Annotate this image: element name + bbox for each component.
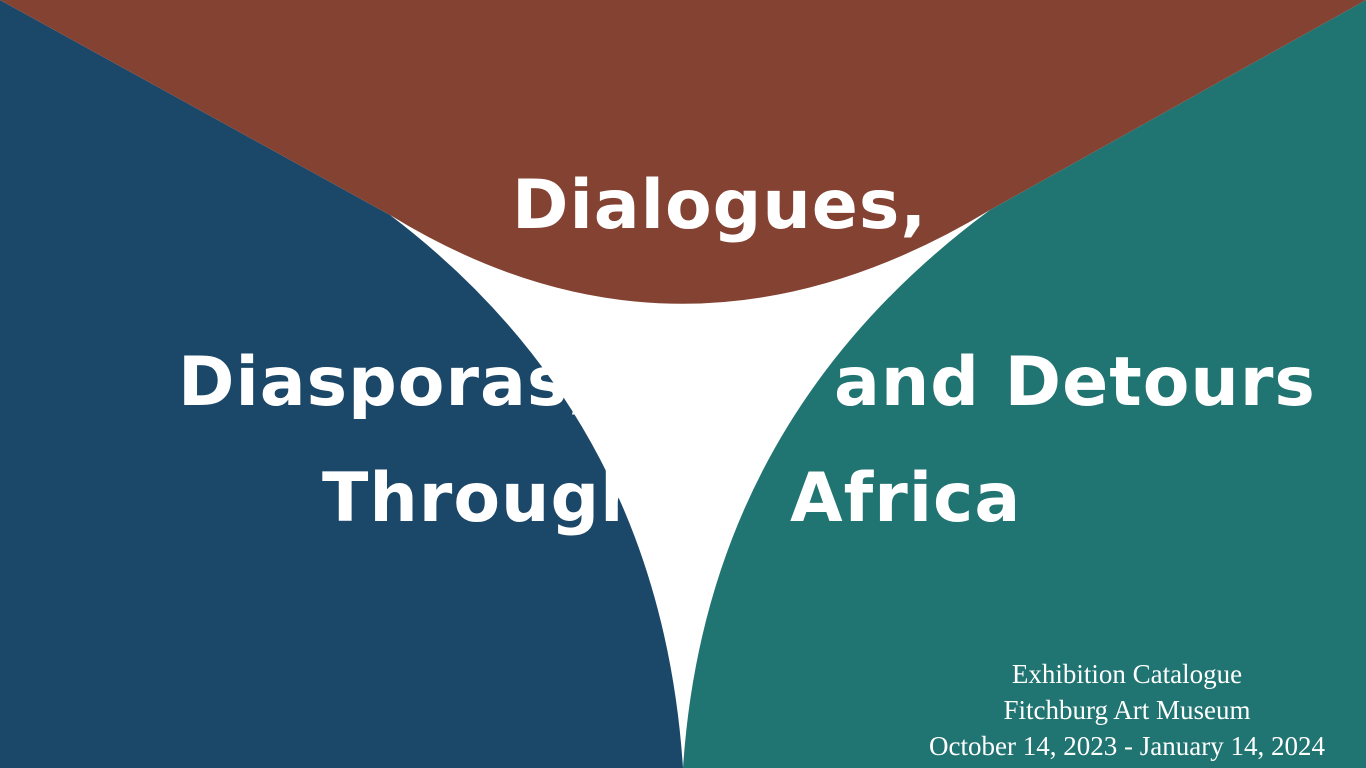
title-word-through: Through: [322, 459, 650, 538]
blue-panel: [0, 0, 683, 768]
brown-panel: [0, 0, 1366, 304]
exhibition-info: Exhibition Catalogue Fitchburg Art Museu…: [892, 656, 1362, 764]
title-word-dialogues: Dialogues,: [512, 166, 928, 245]
title-word-and-detours: and Detours: [834, 343, 1316, 422]
exhibition-dates: October 14, 2023 - January 14, 2024: [929, 731, 1325, 761]
catalogue-label: Exhibition Catalogue: [1011, 659, 1243, 689]
title-word-diasporas: Diasporas,: [178, 343, 596, 422]
museum-name: Fitchburg Art Museum: [1003, 695, 1251, 725]
teal-panel: [683, 0, 1366, 768]
title-word-africa: Africa: [790, 459, 1022, 538]
